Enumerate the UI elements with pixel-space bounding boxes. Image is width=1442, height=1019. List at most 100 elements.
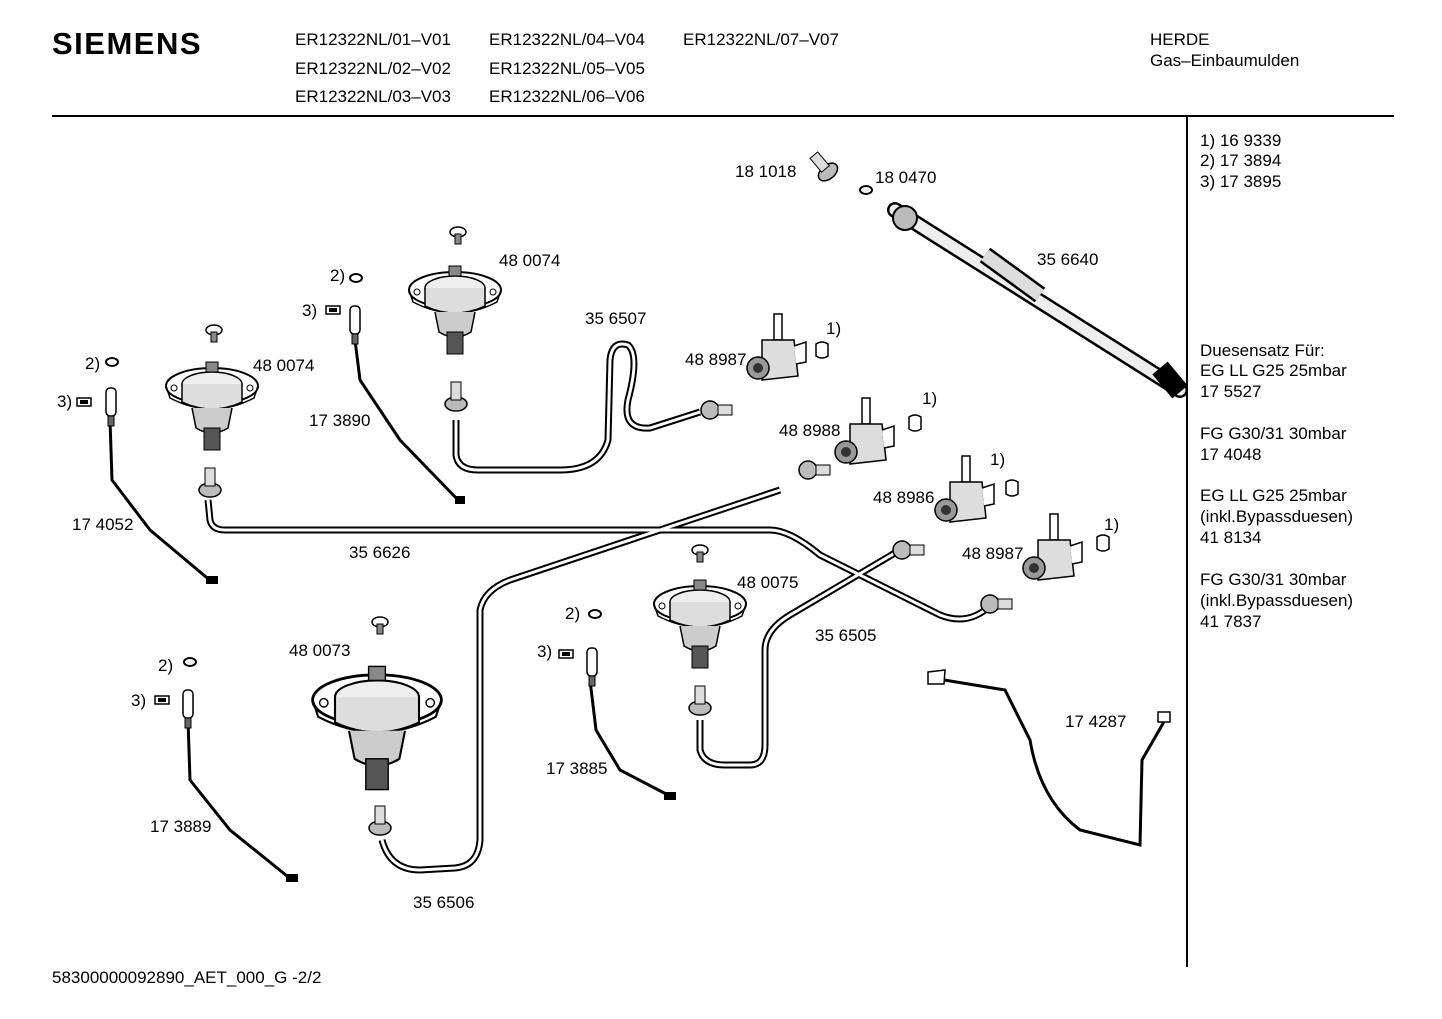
electrode-clip: [154, 695, 170, 705]
nozzle-set-gas: EG LL G25 25mbar: [1200, 361, 1347, 380]
burner-nozzle: [198, 467, 222, 498]
ignition-electrode: [105, 387, 117, 427]
burner-cup: [653, 579, 747, 669]
nozzle-set-note: (inkl.Bypassduesen): [1200, 591, 1354, 610]
burner-nozzle: [688, 685, 712, 716]
nozzle-set-part: 17 5527: [1200, 382, 1262, 401]
valve-clip: [908, 414, 922, 432]
model-number: ER12322NL/02–V02: [295, 59, 451, 78]
part-label: 48 0074: [253, 356, 314, 375]
nozzle-set-title: Duesensatz Für:: [1200, 341, 1325, 360]
burner-cup: [408, 265, 502, 355]
ref-callout: 2): [158, 656, 173, 675]
model-number: ER12322NL/06–V06: [489, 87, 645, 106]
lead-terminal: [664, 792, 676, 800]
ignition-electrode: [182, 689, 194, 729]
electrode-clip: [558, 649, 574, 659]
nozzle-set-gas: EG LL G25 25mbar: [1200, 486, 1347, 505]
brand-logo: SIEMENS: [52, 26, 203, 61]
ref-note: 3) 17 3895: [1200, 172, 1282, 191]
electrode-washer: [588, 609, 602, 619]
model-number: ER12322NL/05–V05: [489, 59, 645, 78]
gas-valve: [834, 397, 895, 465]
ref-callout: 1): [826, 319, 841, 338]
part-label: 48 8988: [779, 421, 840, 440]
ignition-lead: [108, 339, 1167, 882]
burner-cup: [165, 361, 259, 451]
lead-terminal: [206, 576, 218, 584]
pipe-fitting: [798, 460, 831, 480]
burner-nozzle: [444, 381, 468, 412]
ignition-electrode: [349, 305, 361, 345]
part-label: 17 4052: [72, 515, 133, 534]
gas-connector: [804, 147, 842, 186]
nozzle-set-part: 41 7837: [1200, 612, 1262, 631]
ref-callout: 3): [57, 392, 72, 411]
nozzle-set-gas: FG G30/31 30mbar: [1200, 424, 1347, 443]
side-panel-divider: [1186, 117, 1188, 967]
part-label: 18 1018: [735, 162, 796, 181]
nozzle-set-gas: FG G30/31 30mbar: [1200, 570, 1347, 589]
part-label: 48 8987: [685, 350, 746, 369]
subcategory-title: Gas–Einbaumulden: [1150, 51, 1300, 70]
part-label: 18 0470: [875, 168, 936, 187]
ref-callout: 2): [565, 604, 580, 623]
rail-nut: [892, 205, 918, 231]
gas-supply-rail: [887, 202, 1188, 399]
electrode-clip: [76, 397, 92, 407]
part-label: 35 6507: [585, 309, 646, 328]
ref-callout: 1): [1104, 515, 1119, 534]
model-number: ER12322NL/07–V07: [683, 30, 839, 49]
nozzle-set-part: 41 8134: [1200, 528, 1262, 547]
model-number: ER12322NL/01–V01: [295, 30, 451, 49]
lead-terminal: [455, 496, 465, 504]
ref-callout: 3): [537, 642, 552, 661]
burner-screw: [205, 324, 223, 343]
lead-terminal: [286, 874, 298, 882]
valve-clip: [815, 341, 829, 359]
part-label: 48 8986: [873, 488, 934, 507]
ref-note: 1) 16 9339: [1200, 131, 1282, 150]
gas-valve: [934, 455, 995, 523]
part-label: 17 3885: [546, 759, 607, 778]
pipe-fitting: [980, 594, 1013, 614]
header-divider: [52, 115, 1394, 117]
electrode-washer: [349, 273, 363, 283]
part-label: 48 8987: [962, 544, 1023, 563]
nozzle-set-note: (inkl.Bypassduesen): [1200, 507, 1354, 526]
part-label: 35 6506: [413, 893, 474, 912]
harness-connector: [927, 669, 946, 685]
valve-clip: [1096, 534, 1110, 552]
electrode-washer: [105, 357, 119, 367]
part-label: 48 0075: [737, 573, 798, 592]
part-label: 48 0074: [499, 251, 560, 270]
harness-connector: [1157, 711, 1171, 723]
part-label: 17 3889: [150, 817, 211, 836]
electrode-clip: [325, 305, 341, 315]
ref-callout: 2): [85, 354, 100, 373]
part-label: 35 6626: [349, 543, 410, 562]
nozzle-set-part: 17 4048: [1200, 445, 1262, 464]
part-label: 35 6505: [815, 626, 876, 645]
ref-callout: 2): [330, 266, 345, 285]
burner-screw: [449, 226, 467, 245]
ref-note: 2) 17 3894: [1200, 151, 1282, 170]
ref-callout: 1): [922, 389, 937, 408]
ref-callout: 1): [990, 450, 1005, 469]
part-label: 17 3890: [309, 411, 370, 430]
ignition-electrode: [586, 647, 598, 687]
category-title: HERDE: [1150, 30, 1210, 49]
gas-valve: [746, 313, 807, 381]
burner-screw: [371, 616, 389, 635]
document-footer: 58300000092890_AET_000_G -2/2: [52, 968, 322, 987]
gas-valve: [1022, 513, 1083, 581]
valve-clip: [1005, 479, 1019, 497]
electrode-washer: [183, 657, 197, 667]
gas-pipe-inner: [206, 342, 986, 872]
burner-cup-large: [311, 665, 443, 791]
part-label: 35 6640: [1037, 250, 1098, 269]
part-label: 48 0073: [289, 641, 350, 660]
part-label: 17 4287: [1065, 712, 1126, 731]
ref-callout: 3): [131, 691, 146, 710]
